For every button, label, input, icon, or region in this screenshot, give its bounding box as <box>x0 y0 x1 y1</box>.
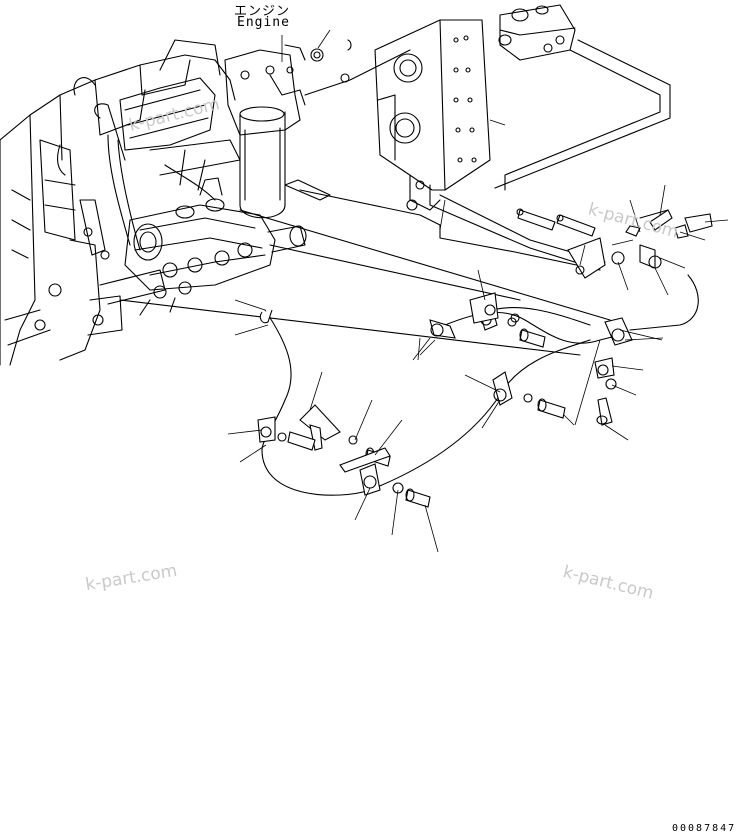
clamp-assembly-1 <box>257 309 391 467</box>
engine-filter <box>224 39 411 219</box>
engine-block <box>0 39 241 366</box>
engine-label-jp: エンジン <box>234 4 291 19</box>
document-id: 00087847 <box>672 823 737 834</box>
clamp-assembly-4 <box>594 317 633 426</box>
clamp-bracket-frame <box>469 292 520 324</box>
control-valve <box>124 149 307 316</box>
valve-block <box>498 4 576 61</box>
engine-leader <box>281 29 331 62</box>
fitting-set-upper <box>516 208 713 279</box>
radiator-frame <box>374 19 506 231</box>
engine-label-en: Engine <box>237 15 290 30</box>
frame-rails <box>119 179 611 356</box>
hydraulic-lines <box>429 39 699 331</box>
clamp-assembly-2 <box>339 447 431 508</box>
leader-lines <box>227 184 729 553</box>
